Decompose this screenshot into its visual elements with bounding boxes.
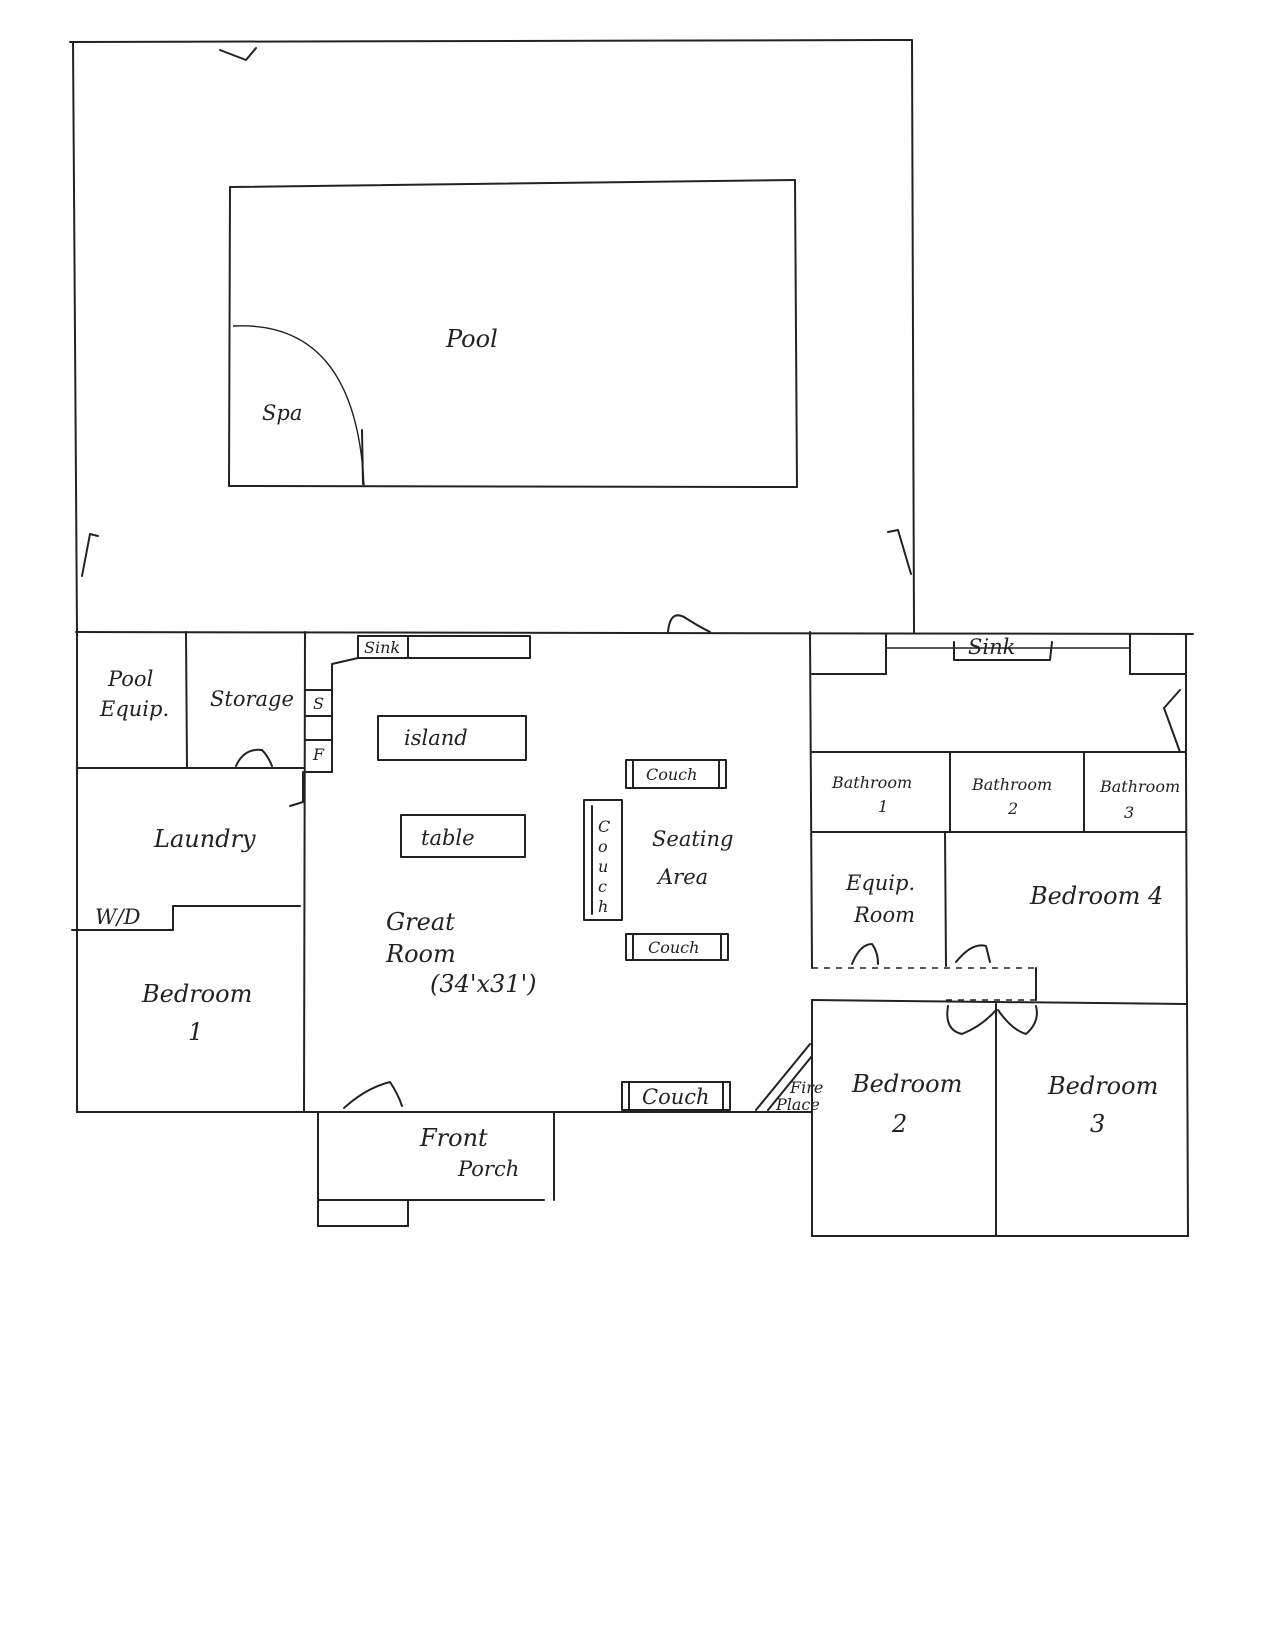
bedroom2-door [946, 1005, 997, 1035]
great-room: Sink S F island table Couch C o u c h Se… [305, 635, 823, 1114]
couch-vertical-letter-5: h [598, 897, 608, 916]
seating-label-1: Seating [652, 827, 733, 851]
bathroom1-label-2: 1 [878, 797, 888, 816]
laundry-label: Laundry [153, 825, 256, 853]
front-door [343, 1081, 403, 1109]
bedroom1-label-1: Bedroom [141, 980, 252, 1008]
couch-top [625, 759, 727, 789]
spa-label: Spa [262, 401, 302, 425]
equip-room-label-2: Room [853, 903, 915, 927]
bedroom3-label-2: 3 [1090, 1110, 1105, 1138]
fireplace-label-1: Fire [789, 1078, 823, 1097]
kitchen-counter-side [305, 657, 359, 773]
front-porch-label-1: Front [419, 1124, 488, 1152]
spa-arc [232, 325, 365, 487]
house-walls [75, 614, 1194, 1113]
island [377, 715, 527, 761]
equip-room-label-1: Equip. [845, 871, 915, 895]
storage-door [235, 748, 273, 767]
couch-vertical-letter-2: o [598, 837, 608, 856]
bath-hall-door [1163, 689, 1181, 753]
bedroom3-door [997, 1005, 1038, 1035]
gate-right [887, 529, 912, 575]
couch-vertical-letter-4: c [598, 877, 607, 896]
kitchen-sink-label: Sink [364, 638, 400, 657]
couch-bottom [621, 1081, 731, 1111]
pool-equip-label-1: Pool [107, 667, 153, 691]
bedroom4-door [955, 944, 991, 963]
couch-bottom-label: Couch [642, 1085, 710, 1109]
great-room-label-3: (34'x31') [430, 970, 537, 998]
left-wing: Pool Equip. Storage Laundry W/D Bedroom … [71, 631, 306, 1113]
patio-door [667, 614, 711, 633]
couch-mid [625, 933, 729, 961]
stove-label: S [313, 694, 324, 713]
wd-label: W/D [95, 905, 141, 929]
bath-sink [953, 641, 1053, 661]
fridge-label: F [312, 745, 325, 764]
great-room-label-1: Great [386, 908, 455, 936]
bedroom2-label-2: 2 [891, 1110, 907, 1138]
pool-equip-label-2: Equip. [99, 697, 169, 721]
bathroom2-label-1: Bathroom [971, 775, 1052, 794]
right-wing: Sink Bathroom 1 Bathroom 2 Bathroom 3 Eq… [809, 631, 1189, 1237]
equip-room-door [851, 943, 879, 965]
bathroom2-label-2: 2 [1007, 799, 1018, 818]
couch-top-label: Couch [646, 765, 697, 784]
gate-top [219, 47, 257, 61]
island-label: island [404, 726, 468, 750]
bathroom3-label-1: Bathroom [1099, 777, 1180, 796]
laundry-door [289, 771, 304, 807]
bedroom4-label: Bedroom 4 [1029, 882, 1163, 910]
couch-vertical-letter-1: C [598, 817, 610, 836]
bath-sink-label: Sink [968, 635, 1015, 659]
backyard-outline [69, 39, 915, 634]
bathroom3-label-2: 3 [1124, 803, 1134, 822]
front-porch: Front Porch [317, 1111, 555, 1227]
bedroom1-label-2: 1 [188, 1018, 203, 1046]
couch-vertical [583, 799, 623, 921]
bathroom1-label-1: Bathroom [831, 773, 912, 792]
pool: Pool Spa [228, 179, 798, 488]
storage-label: Storage [210, 687, 294, 711]
pool-label: Pool [445, 325, 498, 353]
great-room-label-2: Room [385, 940, 456, 968]
kitchen-sink [357, 635, 409, 659]
bedroom3-label-1: Bedroom [1047, 1072, 1158, 1100]
seating-label-2: Area [656, 865, 708, 889]
bedroom2-label-1: Bedroom [851, 1070, 962, 1098]
couch-mid-label: Couch [648, 938, 699, 957]
dining-table [400, 814, 526, 858]
front-porch-label-2: Porch [457, 1157, 519, 1181]
gate-left [81, 533, 99, 577]
couch-vertical-letter-3: u [598, 857, 608, 876]
table-label: table [421, 826, 475, 850]
fireplace-label-2: Place [775, 1095, 820, 1114]
